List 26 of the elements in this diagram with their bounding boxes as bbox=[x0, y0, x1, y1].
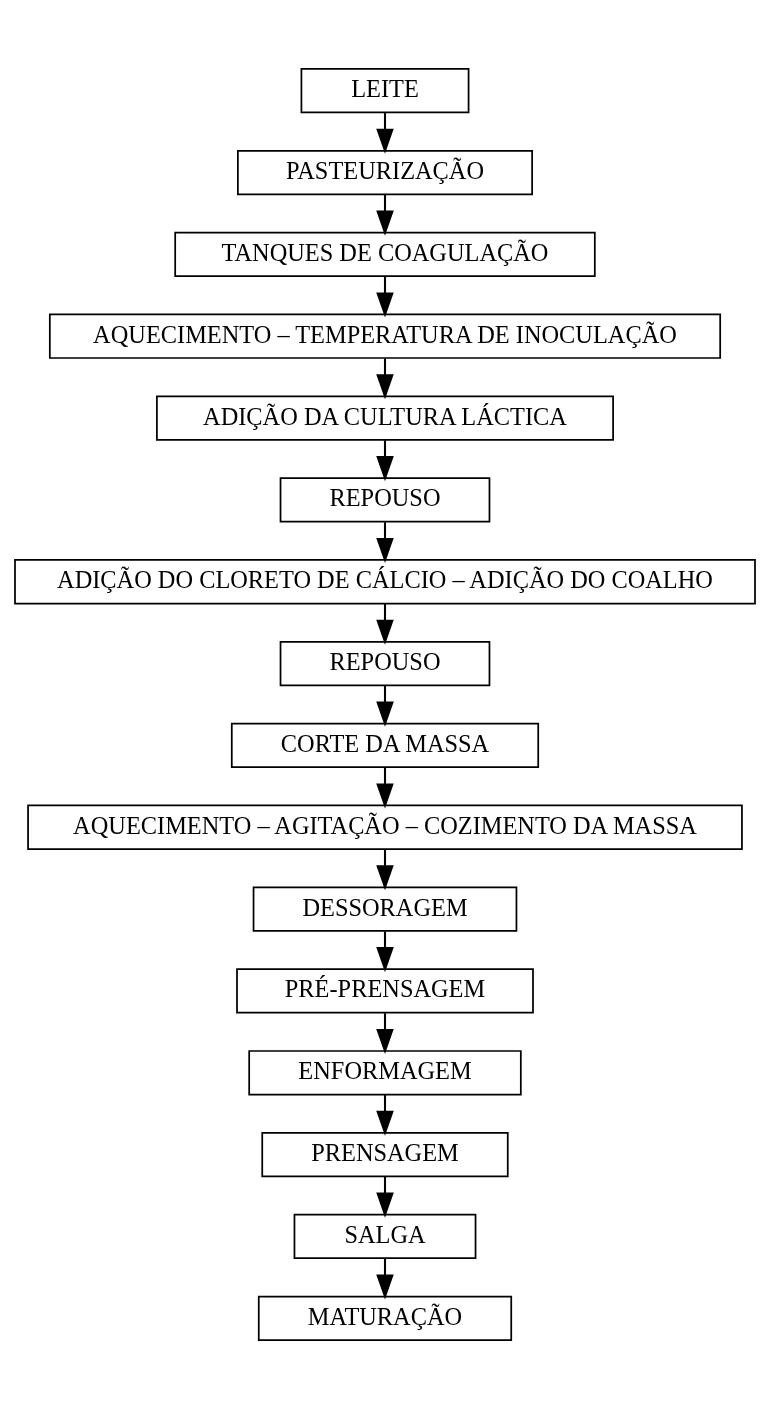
arrow bbox=[376, 930, 394, 972]
node-box: PRENSAGEM bbox=[261, 1131, 509, 1177]
node-box: PRÉ-PRENSAGEM bbox=[236, 967, 534, 1014]
node-box: TANQUES DE COAGULAÇÃO bbox=[174, 231, 596, 277]
arrow bbox=[376, 1176, 394, 1218]
node-box: DESSORAGEM bbox=[252, 885, 518, 932]
node-box: CORTE DA MASSA bbox=[230, 722, 540, 768]
arrow bbox=[376, 1094, 394, 1136]
node-box: REPOUSO bbox=[279, 640, 491, 686]
arrow bbox=[376, 112, 394, 154]
arrow bbox=[376, 439, 394, 481]
arrow bbox=[376, 521, 394, 563]
node-box: PASTEURIZAÇÃO bbox=[237, 149, 533, 195]
node-box: LEITE bbox=[300, 67, 470, 113]
node-box: ADIÇÃO DA CULTURA LÁCTICA bbox=[156, 394, 614, 441]
arrow bbox=[376, 1012, 394, 1054]
node-box: ADIÇÃO DO CLORETO DE CÁLCIO – ADIÇÃO DO COALHO bbox=[14, 558, 756, 604]
node-box: REPOUSO bbox=[279, 476, 491, 523]
node-box: SALGA bbox=[293, 1213, 477, 1259]
node-box: ENFORMAGEM bbox=[248, 1049, 522, 1095]
node-box: AQUECIMENTO – AGITAÇÃO – COZIMENTO DA MASSA bbox=[27, 804, 743, 850]
arrow bbox=[376, 194, 394, 236]
arrow bbox=[376, 685, 394, 727]
node-box: MATURAÇÃO bbox=[257, 1295, 513, 1341]
node-box: AQUECIMENTO – TEMPERATURA DE INOCULAÇÃO bbox=[48, 313, 722, 359]
arrow bbox=[376, 603, 394, 645]
